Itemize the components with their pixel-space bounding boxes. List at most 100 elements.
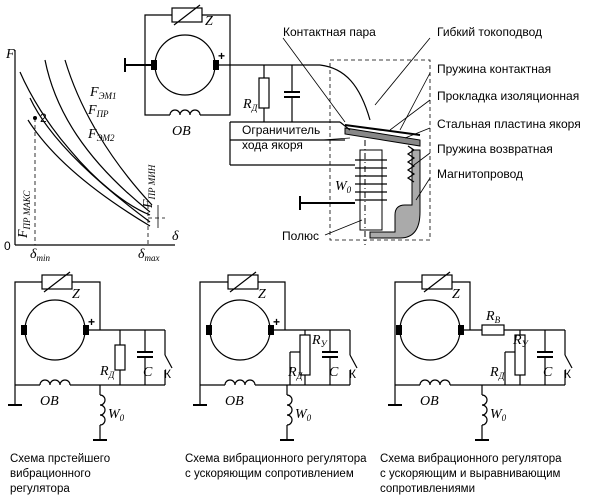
s1-label-k: К: [164, 367, 171, 381]
s3-generator: [399, 299, 461, 361]
s1-label-rd: RД: [99, 364, 116, 380]
relay-mechanism: W0: [299, 59, 431, 245]
s2-wire-z-left: [199, 281, 228, 330]
s2-plus: +: [273, 315, 280, 329]
s2-label-ry: RУ: [311, 333, 328, 349]
magnetic-core: [369, 149, 421, 239]
s3-label-rd: RД: [489, 365, 506, 381]
label-insulating-pad: Прокладка изоляционная: [437, 89, 579, 103]
wire-ob-right: [200, 65, 231, 116]
label-contact-pair: Контактная пара: [283, 25, 376, 39]
point-2-marker: [33, 116, 37, 120]
s2-generator: [209, 299, 271, 361]
caption-1-line-3: регулятора: [10, 483, 70, 495]
s3-label-ob: ОВ: [420, 394, 439, 409]
label-f-pr-min: FПР МИН: [141, 164, 157, 209]
s3-switch-k: [564, 354, 573, 369]
s2-switch-k: [349, 354, 358, 369]
s3-label-ry: RУ: [512, 333, 529, 349]
caption-2-line-2: с ускоряющим сопротивлением: [185, 468, 354, 480]
schema-2: Z + ОВ RУ RД C К W0: [193, 271, 358, 441]
s1-generator: [24, 299, 86, 361]
s2-label-rd: RД: [287, 365, 304, 381]
relay-housing: [329, 59, 431, 241]
label-limiter-1: Ограничитель: [242, 123, 320, 137]
leader-magnetic-core: [415, 177, 431, 201]
label-dmax: δmax: [138, 247, 160, 263]
s3-label-k: К: [564, 367, 571, 381]
winding-ob: [169, 109, 201, 116]
s2-brush-right: [268, 325, 274, 335]
s3-resistor-z-arrow: [423, 271, 451, 293]
curve-lower: [27, 119, 151, 227]
s1-brush-left: [21, 325, 27, 335]
s2-winding-w0: [286, 394, 293, 426]
label-f-em1: FЭМ1: [89, 85, 116, 101]
s2-label-z: Z: [258, 287, 266, 302]
s2-resistor-ry: [299, 334, 311, 376]
s1-label-w0: W0: [108, 407, 125, 423]
s3-resistor-rb: [481, 324, 505, 336]
caption-3-line-3: сопротивлениями: [380, 483, 475, 495]
coil-w0: [355, 159, 387, 201]
leader-pole: [324, 219, 363, 236]
s1-resistor-rd: [114, 344, 126, 371]
s3-brush-right: [458, 325, 464, 335]
label-steel-plate: Стальная пластина якоря: [437, 117, 581, 131]
curve-f-pr: [44, 59, 151, 213]
label-dmin: δmin: [30, 247, 51, 263]
label-magnetic-core: Магнитопровод: [437, 167, 523, 181]
label-pole: Полюс: [282, 229, 319, 243]
s1-label-c: C: [143, 365, 153, 380]
s1-label-ob: ОВ: [40, 394, 59, 409]
s2-label-c: C: [329, 365, 339, 380]
curve-f-em1: [19, 71, 151, 216]
caption-1-line-1: Схема прстейшего: [10, 453, 110, 465]
point-2-label: 2: [40, 111, 47, 125]
leader-lines: [282, 37, 431, 236]
s1-wire-z-right: [72, 281, 101, 330]
s3-wire-z-left: [394, 281, 422, 330]
generator-brush-right: [213, 60, 219, 70]
leader-steel-plate: [404, 127, 431, 139]
pole-core: [359, 149, 383, 231]
s2-brush-left: [206, 325, 212, 335]
label-f-pr-max: FПР МАКС: [16, 190, 32, 239]
s3-brush-left: [396, 325, 402, 335]
wire-z-right: [202, 14, 231, 65]
s2-wire-z-right: [258, 281, 286, 330]
leader-contact-spring: [399, 72, 431, 131]
generator-armature: [154, 34, 216, 96]
s2-label-ob: ОВ: [225, 394, 244, 409]
s1-winding-w0: [99, 394, 106, 426]
s3-label-z: Z: [452, 287, 460, 302]
contact-pair: [339, 121, 351, 131]
s1-winding-ob: [39, 379, 71, 386]
graph-x-axis-label: δ: [172, 229, 179, 244]
schema-3: Z RВ ОВ RУ RД C К W0: [388, 271, 573, 441]
s2-label-w0: W0: [295, 407, 312, 423]
s3-label-w0: W0: [490, 407, 507, 423]
label-w0-relay: W0: [335, 179, 352, 195]
s2-label-k: К: [349, 367, 356, 381]
s1-resistor-z-arrow: [43, 271, 71, 293]
leader-insulating-pad: [389, 99, 431, 131]
leader-contact-pair: [282, 37, 346, 123]
resistor-z-arrow: [173, 4, 201, 26]
wire-z-left: [144, 14, 172, 65]
plus-sign: +: [218, 49, 225, 63]
flex-lead: [319, 64, 371, 121]
caption-2-line-1: Схема вибрационного регулятора: [185, 453, 367, 465]
s2-winding-ob: [224, 379, 256, 386]
label-f-em2: FЭМ2: [87, 127, 115, 143]
s3-wire-z-right: [452, 281, 471, 330]
s2-resistor-z-arrow: [229, 271, 257, 293]
s1-plus: +: [88, 315, 95, 329]
label-rd: RД: [242, 97, 259, 113]
s1-wire-z-left: [14, 281, 42, 330]
s3-label-rb: RВ: [485, 309, 501, 325]
label-z: Z: [205, 14, 213, 29]
resistor-rd: [258, 77, 270, 109]
schema-1: Z + ОВ RД C К W0: [8, 271, 173, 441]
label-f-pr: FПР: [87, 103, 109, 119]
